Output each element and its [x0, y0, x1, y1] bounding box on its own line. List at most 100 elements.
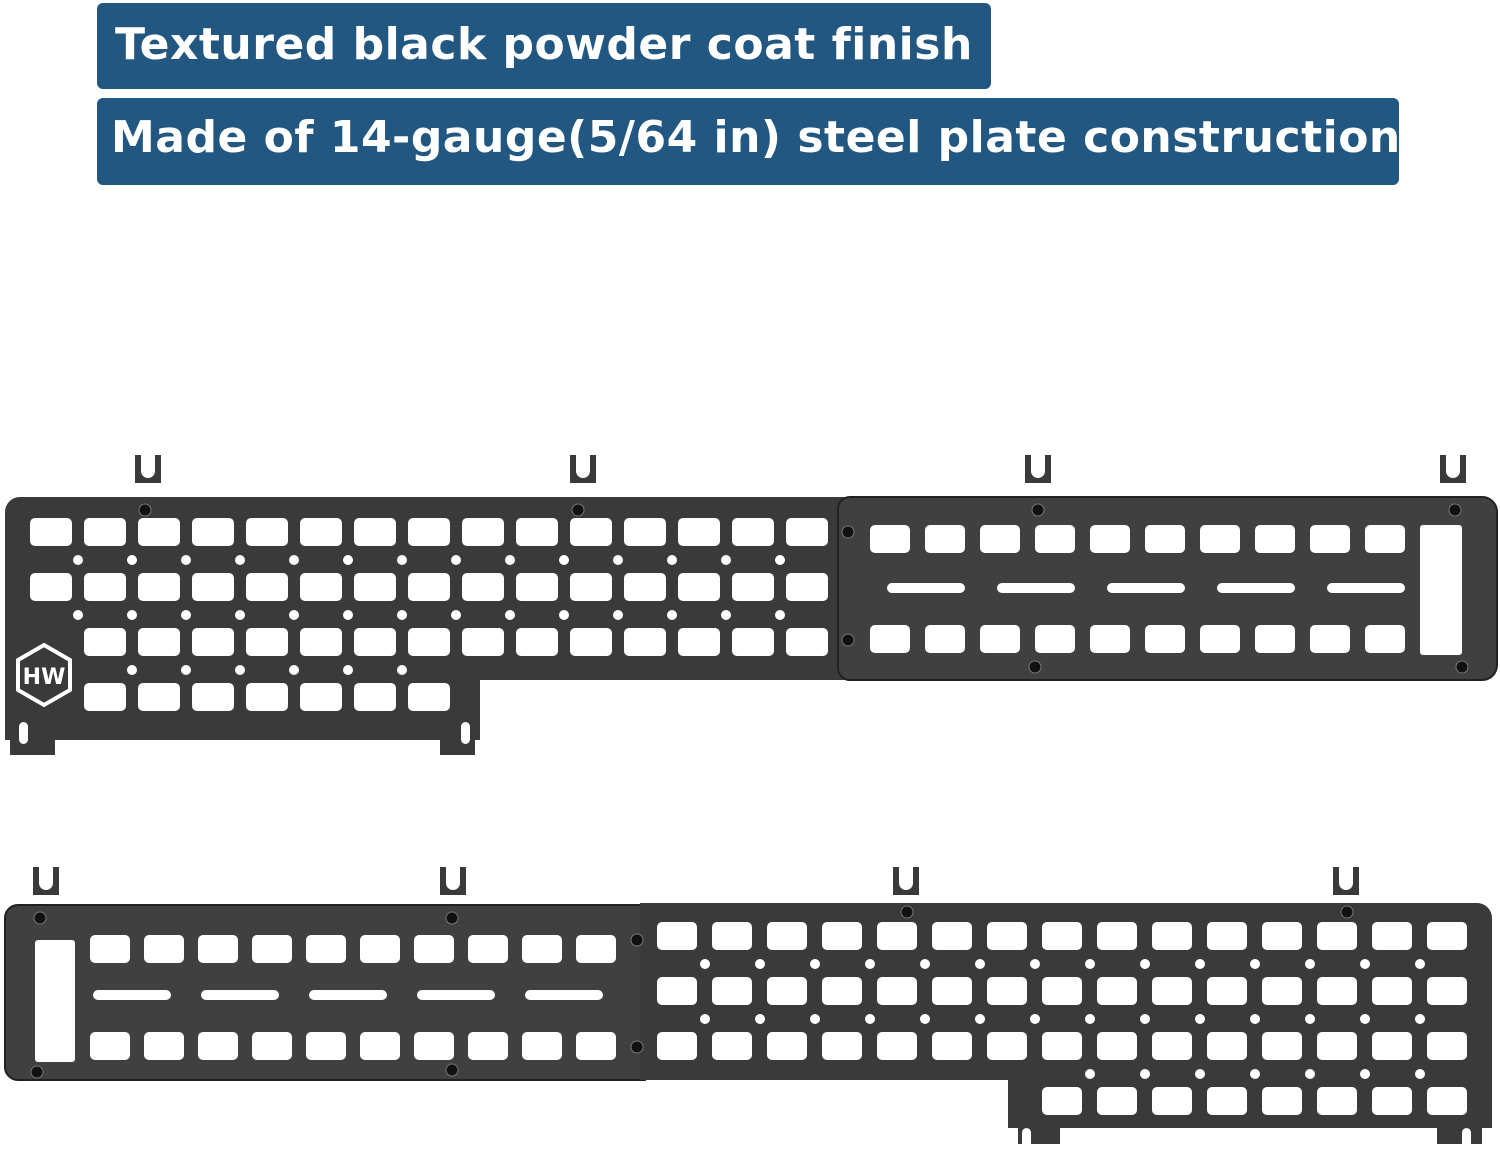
mounting-hole: [865, 1014, 875, 1024]
molle-slot: [462, 628, 504, 656]
molle-slot: [306, 935, 346, 963]
mounting-hole: [721, 610, 731, 620]
molle-slot: [822, 977, 862, 1005]
long-slot: [887, 583, 965, 593]
molle-slot: [30, 518, 72, 546]
molle-slot: [306, 1032, 346, 1060]
molle-slot: [624, 518, 666, 546]
molle-slot: [516, 573, 558, 601]
mounting-hole: [1085, 959, 1095, 969]
molle-slot: [1262, 1032, 1302, 1060]
molle-slot: [1097, 922, 1137, 950]
screw-icon: [1448, 503, 1462, 517]
molle-slot: [678, 573, 720, 601]
mounting-hole: [289, 665, 299, 675]
molle-slot: [1310, 625, 1350, 653]
molle-slot: [767, 1032, 807, 1060]
molle-slot: [1255, 525, 1295, 553]
mounting-hole: [700, 1014, 710, 1024]
molle-slot: [360, 1032, 400, 1060]
mounting-hole: [755, 959, 765, 969]
mounting-hook: [893, 867, 919, 895]
molle-slot: [300, 518, 342, 546]
mounting-hole: [397, 610, 407, 620]
molle-slot: [300, 683, 342, 711]
molle-slot: [1310, 525, 1350, 553]
molle-slot: [354, 683, 396, 711]
molle-slot: [144, 1032, 184, 1060]
molle-slot: [522, 935, 562, 963]
screw-icon: [841, 525, 855, 539]
brand-logo-icon: [16, 642, 72, 708]
mounting-hook: [570, 455, 596, 483]
molle-slot: [1317, 1087, 1357, 1115]
mounting-hole: [343, 665, 353, 675]
molle-slot: [1097, 977, 1137, 1005]
molle-slot: [1317, 977, 1357, 1005]
molle-slot: [354, 573, 396, 601]
molle-slot: [246, 573, 288, 601]
long-slot: [1327, 583, 1405, 593]
molle-slot: [732, 573, 774, 601]
molle-slot: [657, 977, 697, 1005]
molle-slot: [1200, 625, 1240, 653]
mounting-hole: [127, 610, 137, 620]
molle-slot: [408, 518, 450, 546]
molle-slot: [786, 628, 828, 656]
molle-slot: [1427, 977, 1467, 1005]
molle-slot: [408, 628, 450, 656]
molle-slot: [570, 628, 612, 656]
long-slot: [309, 990, 387, 1000]
molle-slot: [767, 922, 807, 950]
molle-slot: [1207, 1087, 1247, 1115]
mounting-hole: [1415, 1069, 1425, 1079]
molle-slot: [624, 628, 666, 656]
mounting-hole: [181, 555, 191, 565]
molle-slot: [712, 1032, 752, 1060]
long-slot: [525, 990, 603, 1000]
panel-bottom-right: [640, 903, 1492, 1144]
molle-slot: [870, 625, 910, 653]
molle-slot: [1145, 525, 1185, 553]
mounting-hole: [451, 610, 461, 620]
molle-slot: [462, 573, 504, 601]
molle-slot: [252, 1032, 292, 1060]
mounting-hole: [1195, 959, 1205, 969]
mounting-hole: [1305, 1069, 1315, 1079]
molle-slot: [408, 683, 450, 711]
molle-slot: [246, 683, 288, 711]
screw-icon: [445, 911, 459, 925]
screw-icon: [1340, 905, 1354, 919]
molle-slot: [468, 1032, 508, 1060]
molle-slot: [877, 1032, 917, 1060]
molle-slot: [246, 628, 288, 656]
molle-slot: [1042, 977, 1082, 1005]
mounting-hole: [181, 665, 191, 675]
long-slot: [997, 583, 1075, 593]
mounting-hole: [451, 555, 461, 565]
mounting-hook: [1025, 455, 1051, 483]
mounting-hole: [1030, 959, 1040, 969]
molle-slot: [144, 935, 184, 963]
molle-slot: [987, 1032, 1027, 1060]
molle-slot: [767, 977, 807, 1005]
molle-slot: [980, 625, 1020, 653]
molle-slot: [90, 935, 130, 963]
molle-slot: [1035, 525, 1075, 553]
molle-slot: [576, 935, 616, 963]
mounting-hole: [1140, 1014, 1150, 1024]
molle-slot: [252, 935, 292, 963]
long-slot: [201, 990, 279, 1000]
molle-slot: [877, 922, 917, 950]
mounting-slot: [1022, 1128, 1031, 1150]
mounting-hole: [1360, 1069, 1370, 1079]
molle-slot: [1207, 977, 1247, 1005]
mounting-hole: [667, 610, 677, 620]
mounting-hole: [1195, 1069, 1205, 1079]
mounting-hole: [1030, 1014, 1040, 1024]
molle-slot: [300, 573, 342, 601]
molle-slot: [1042, 922, 1082, 950]
molle-slot: [987, 977, 1027, 1005]
mounting-hole: [127, 665, 137, 675]
mounting-hole: [920, 959, 930, 969]
